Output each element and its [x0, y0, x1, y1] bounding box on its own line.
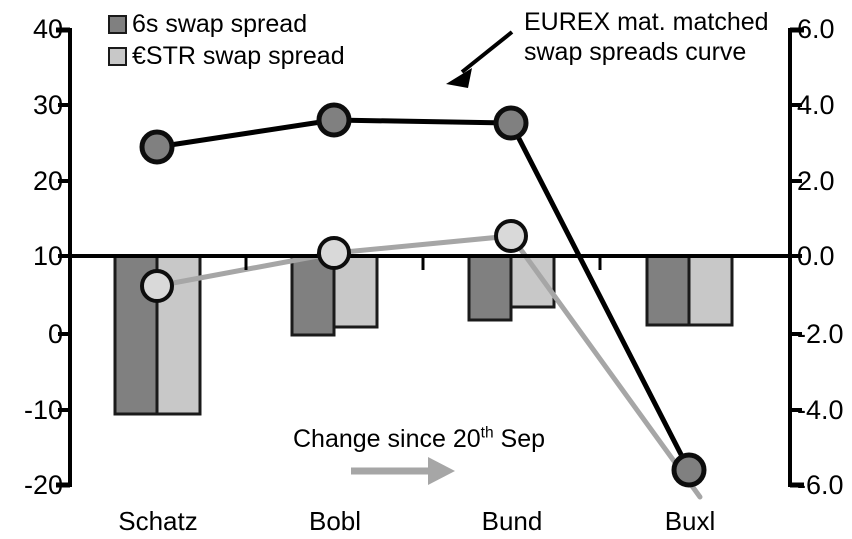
left-tick-30: 30 — [32, 90, 63, 120]
bar-group-buxl — [645, 254, 734, 327]
right-tick--2: -2.0 — [797, 319, 844, 349]
grey-line-markers — [140, 219, 528, 303]
eurex-marker-bobl — [316, 102, 352, 138]
legend-swatch-estr-icon — [108, 46, 127, 66]
bar-6s-buxl — [645, 254, 691, 327]
left-tick--10: -10 — [23, 395, 63, 425]
grey-marker-schatz — [140, 269, 174, 303]
right-tick-6: 6.0 — [797, 14, 835, 44]
left-tick-40: 40 — [32, 14, 63, 44]
right-tick-4: 4.0 — [797, 90, 835, 120]
right-axis — [788, 27, 804, 488]
annotation-change-since: Change since 20th Sep — [293, 425, 545, 455]
category-label-buxl: Buxl — [664, 506, 716, 536]
bar-estr-buxl — [687, 254, 734, 327]
legend-item-estr-swap-spread[interactable]: €STR swap spread — [108, 40, 345, 72]
legend: 6s swap spread €STR swap spread — [108, 8, 345, 72]
eurex-line-markers — [139, 102, 707, 488]
left-tick-20: 20 — [32, 166, 63, 196]
eurex-marker-buxl — [671, 452, 707, 488]
legend-label-6s: 6s swap spread — [132, 9, 308, 38]
grey-marker-bund — [494, 219, 528, 253]
bar-group-bund — [467, 254, 556, 322]
legend-swatch-6s-icon — [108, 14, 127, 34]
category-ticks — [244, 256, 602, 270]
change-annotation-arrow — [351, 457, 455, 485]
eurex-annotation-arrow — [446, 30, 514, 88]
category-label-bobl: Bobl — [308, 506, 362, 536]
annotation-change-suffix: Sep — [493, 425, 546, 453]
legend-label-estr: €STR swap spread — [132, 41, 345, 70]
right-tick--6: -6.0 — [797, 470, 844, 500]
right-tick--4: -4.0 — [797, 395, 844, 425]
category-label-bund: Bund — [481, 506, 543, 536]
legend-item-6s-swap-spread[interactable]: 6s swap spread — [108, 8, 345, 40]
annotation-change-text: Change since 20 — [293, 425, 481, 453]
annotation-eurex-line2: swap spreads curve — [524, 37, 747, 66]
left-tick-0: 0 — [47, 319, 63, 349]
bar-6s-bund — [467, 254, 513, 322]
right-tick-2: 2.0 — [797, 166, 835, 196]
right-tick-0: 0.0 — [797, 241, 835, 271]
left-tick-10: 10 — [32, 241, 63, 271]
eurex-marker-schatz — [139, 129, 175, 165]
eurex-marker-bund — [493, 105, 529, 141]
annotation-change-superscript: th — [480, 424, 494, 442]
grey-marker-bobl — [317, 236, 351, 270]
annotation-eurex: EUREX mat. matched swap spreads curve — [524, 8, 769, 67]
left-axis — [56, 27, 72, 488]
category-label-schatz: Schatz — [118, 506, 198, 536]
annotation-eurex-line1: EUREX mat. matched — [524, 8, 769, 36]
eurex-curve-line — [154, 117, 692, 473]
left-tick--20: -20 — [23, 470, 63, 500]
